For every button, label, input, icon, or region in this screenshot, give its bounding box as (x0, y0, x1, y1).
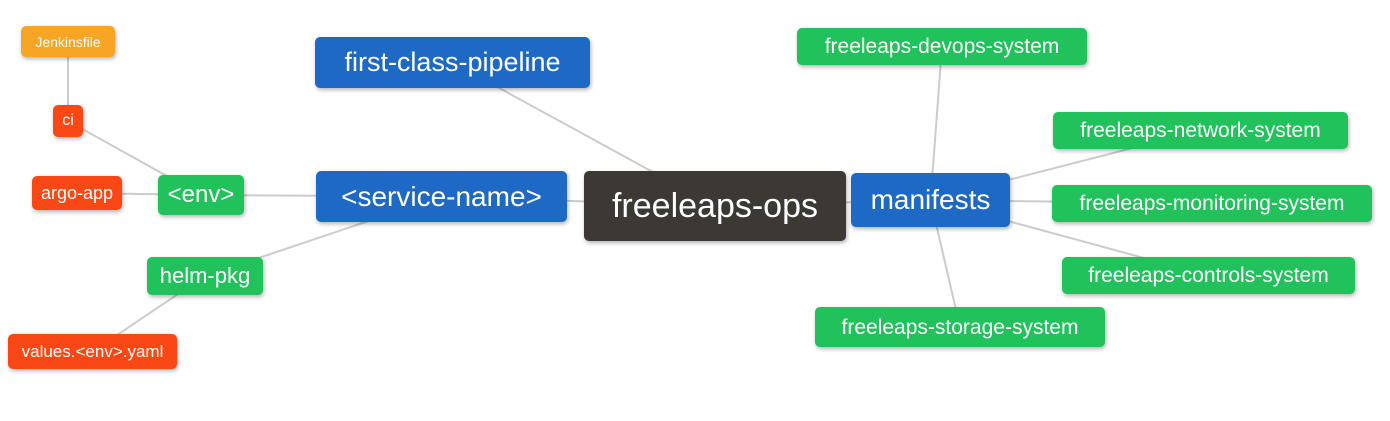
node-env[interactable]: <env> (158, 175, 244, 215)
node-label: values.<env>.yaml (21, 342, 164, 361)
node-helm-pkg[interactable]: helm-pkg (147, 257, 263, 295)
node-label: argo-app (40, 183, 114, 203)
node-label: freeleaps-network-system (1080, 119, 1321, 142)
node-label: freeleaps-devops-system (824, 35, 1060, 58)
node-ci[interactable]: ci (53, 105, 83, 137)
node-label: manifests (870, 184, 991, 215)
node-service-name[interactable]: <service-name> (316, 171, 567, 222)
node-freeleaps-storage-system[interactable]: freeleaps-storage-system (815, 307, 1105, 347)
node-values-env-yaml[interactable]: values.<env>.yaml (8, 334, 177, 369)
node-freeleaps-network-system[interactable]: freeleaps-network-system (1053, 112, 1348, 149)
node-freeleaps-monitoring-system[interactable]: freeleaps-monitoring-system (1052, 185, 1372, 222)
node-argo-app[interactable]: argo-app (32, 176, 122, 210)
node-label: ci (62, 112, 74, 129)
node-label: first-class-pipeline (344, 47, 561, 77)
node-freeleaps-devops-system[interactable]: freeleaps-devops-system (797, 28, 1087, 65)
node-label: freeleaps-storage-system (841, 315, 1079, 339)
node-first-class-pipeline[interactable]: first-class-pipeline (315, 37, 590, 88)
node-label: <env> (167, 181, 235, 208)
node-label: freeleaps-ops (611, 187, 818, 225)
node-label: Jenkinsfile (35, 33, 101, 50)
node-label: freeleaps-monitoring-system (1079, 192, 1345, 215)
node-label: helm-pkg (159, 263, 251, 288)
node-freeleaps-controls-system[interactable]: freeleaps-controls-system (1062, 257, 1355, 294)
node-label: freeleaps-controls-system (1088, 264, 1329, 287)
node-label: <service-name> (341, 180, 542, 212)
node-freeleaps-ops[interactable]: freeleaps-ops (584, 171, 846, 241)
node-jenkinsfile[interactable]: Jenkinsfile (21, 26, 115, 57)
node-manifests[interactable]: manifests (851, 173, 1010, 227)
